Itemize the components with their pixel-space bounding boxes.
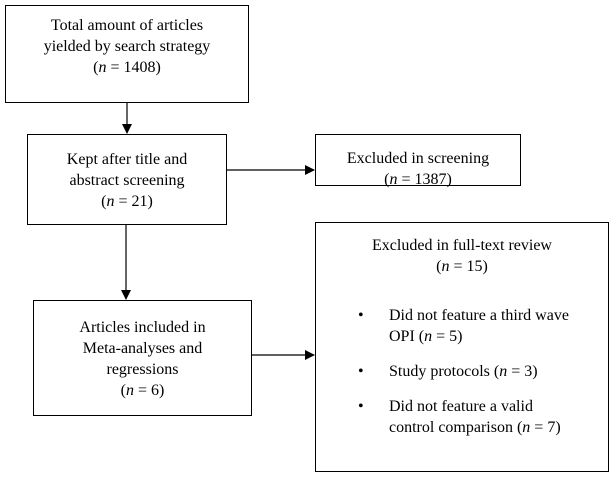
box-total-count: (n = 1408): [93, 59, 161, 76]
box-screening-count: (n = 1387): [384, 171, 452, 188]
reason-1-post: = 5): [432, 328, 463, 345]
count-value: = 15: [449, 258, 483, 275]
reason-1-line-2: OPI (n = 5): [389, 326, 608, 347]
count-value: = 6: [133, 382, 160, 399]
box-screening-count-clip: (n = 1387): [316, 169, 520, 194]
list-item: • Did not feature a third wave OPI (n = …: [316, 305, 608, 347]
box-kept-line-1: Kept after title and: [66, 151, 188, 168]
bullet-icon: •: [358, 363, 364, 380]
reason-1-line-1: Did not feature a third wave: [389, 307, 569, 324]
box-included-line-2: Meta-analyses and: [82, 340, 203, 357]
reason-2-line-1: Study protocols (n = 3): [389, 361, 608, 382]
box-excluded-screening: Excluded in screening (n = 1387): [315, 134, 521, 188]
n-variable: n: [98, 59, 107, 76]
reason-3-line-1: Did not feature a valid: [389, 398, 533, 415]
reason-3-post: = 7): [530, 419, 561, 436]
box-articles-included: Articles included in Meta-analyses and r…: [33, 300, 252, 416]
box-included-line-3: regressions: [106, 361, 179, 378]
box-excluded-fulltext: Excluded in full-text review (n = 15) • …: [315, 222, 609, 472]
n-variable: n: [424, 328, 433, 345]
count-value: = 1408: [106, 59, 156, 76]
reason-3-pre: control comparison (: [389, 419, 523, 436]
count-value: = 1387: [397, 171, 447, 188]
list-item: • Did not feature a valid control compar…: [316, 396, 608, 438]
box-kept-line-2: abstract screening: [69, 172, 185, 189]
n-variable: n: [125, 382, 134, 399]
n-variable: n: [499, 363, 508, 380]
reason-2-post: = 3): [507, 363, 538, 380]
box-total-line-2: yielded by search strategy: [43, 38, 211, 55]
reason-1-pre: OPI (: [389, 328, 425, 345]
exclusion-reasons-list: • Did not feature a third wave OPI (n = …: [316, 305, 608, 438]
box-included-line-1: Articles included in: [79, 319, 206, 336]
box-fulltext-count: (n = 15): [436, 258, 488, 275]
box-fulltext-line-1: Excluded in full-text review: [372, 237, 552, 254]
box-kept-after-screening: Kept after title and abstract screening …: [27, 134, 227, 225]
n-variable: n: [106, 193, 115, 210]
reason-3-line-2: control comparison (n = 7): [389, 417, 608, 438]
bullet-icon: •: [358, 307, 364, 324]
box-total-articles: Total amount of articles yielded by sear…: [5, 5, 249, 103]
n-variable: n: [441, 258, 450, 275]
bullet-icon: •: [358, 398, 364, 415]
box-total-line-1: Total amount of articles: [50, 17, 204, 34]
list-item: • Study protocols (n = 3): [316, 361, 608, 382]
box-included-count: (n = 6): [120, 382, 165, 399]
count-value: = 21: [114, 193, 148, 210]
box-screening-line-1: Excluded in screening: [346, 150, 490, 167]
n-variable: n: [522, 419, 531, 436]
box-kept-count: (n = 21): [101, 193, 153, 210]
reason-2-pre: Study protocols (: [389, 363, 500, 380]
n-variable: n: [389, 171, 398, 188]
